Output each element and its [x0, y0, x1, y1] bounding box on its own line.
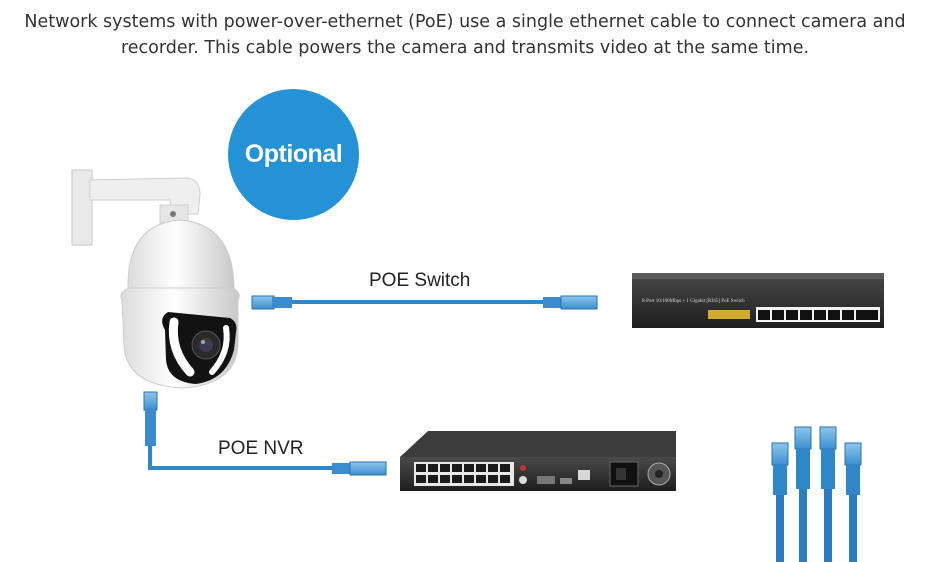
optional-badge: Optional — [228, 89, 359, 220]
rj45-connector-icon — [771, 426, 862, 562]
poe-switch-icon: 8-Port 10/100Mbps + 1 Gigabit [RJ45] PoE… — [632, 273, 884, 328]
ptz-camera-icon — [71, 169, 240, 389]
intro-line-1: Network systems with power-over-ethernet… — [24, 12, 906, 32]
switch-caption: 8-Port 10/100Mbps + 1 Gigabit [RJ45] PoE… — [642, 299, 745, 304]
ethernet-cable-icon — [251, 295, 598, 310]
intro-line-2: recorder. This cable powers the camera a… — [120, 38, 810, 58]
optional-badge-label: Optional — [244, 140, 343, 168]
intro-text: Network systems with power-over-ethernet… — [0, 9, 930, 61]
poe-nvr-icon — [400, 431, 676, 491]
poe-nvr-label: POE NVR — [218, 438, 304, 459]
ethernet-cable-icon — [143, 391, 387, 476]
poe-switch-label: POE Switch — [369, 270, 471, 291]
